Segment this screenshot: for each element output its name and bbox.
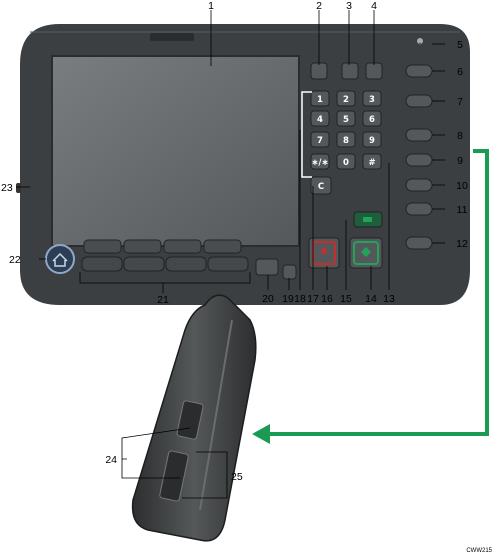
callout-2: 2 — [316, 0, 322, 12]
function-key[interactable] — [207, 256, 249, 272]
screen-button[interactable] — [83, 239, 122, 254]
callout-22: 22 — [9, 254, 21, 266]
keypad-bracket — [301, 91, 312, 178]
keypad-key-label: ∗/∗ — [311, 158, 328, 168]
energy-saver-key[interactable] — [405, 64, 433, 78]
callout-21: 21 — [157, 294, 169, 306]
keypad-key[interactable]: 8 — [336, 131, 356, 148]
callout-18: 18 — [294, 293, 306, 305]
touch-screen[interactable] — [51, 55, 300, 247]
keypad-key[interactable]: # — [362, 153, 382, 170]
callout-10: 10 — [456, 180, 468, 192]
power-lamp — [417, 38, 423, 44]
keypad-key-label: 6 — [369, 115, 375, 125]
stop-key[interactable] — [308, 237, 340, 269]
keypad-key-label: 5 — [343, 115, 349, 125]
clear-key[interactable]: C — [310, 176, 332, 195]
function-key[interactable] — [123, 256, 165, 272]
image-code: CWW215 — [466, 548, 492, 554]
callout-14: 14 — [365, 293, 377, 305]
keypad-key-label: 9 — [369, 136, 375, 146]
keypad-key-label: 1 — [317, 95, 323, 105]
screen-button[interactable] — [163, 239, 202, 254]
keypad-key[interactable]: 5 — [336, 110, 356, 127]
keypad-key-label: # — [368, 158, 375, 168]
keypad-key[interactable]: 4 — [310, 110, 330, 127]
callout-25: 25 — [231, 471, 243, 483]
simplified-screen-key[interactable] — [282, 264, 297, 280]
svg-text:C: C — [318, 182, 324, 192]
callout-9: 9 — [457, 155, 463, 167]
reset-key[interactable] — [405, 202, 433, 216]
language-key[interactable] — [405, 236, 433, 250]
home-button[interactable] — [45, 244, 75, 274]
login-logout-key[interactable] — [405, 94, 433, 108]
callout-1: 1 — [208, 0, 214, 12]
panel-side-view — [131, 294, 257, 542]
callout-3: 3 — [346, 0, 352, 12]
callout-labels: 1 2 3 4 5 6 7 8 9 10 11 12 13 14 15 16 1… — [1, 0, 468, 483]
callout-4: 4 — [371, 0, 377, 12]
screen-button[interactable] — [203, 239, 242, 254]
keypad-key-label: 4 — [317, 115, 323, 125]
user-tools-key[interactable] — [405, 128, 433, 142]
callout-23: 23 — [1, 182, 13, 194]
check-modes-key[interactable] — [405, 153, 433, 167]
function-key[interactable] — [81, 256, 123, 272]
callout-16: 16 — [321, 293, 333, 305]
function-key-2[interactable] — [310, 62, 328, 80]
callout-17: 17 — [307, 293, 319, 305]
callout-13: 13 — [383, 293, 395, 305]
callout-6: 6 — [457, 66, 463, 78]
keypad-key-label: 8 — [343, 136, 349, 146]
program-key[interactable] — [405, 178, 433, 192]
callout-5: 5 — [457, 39, 463, 51]
callout-20: 20 — [262, 293, 274, 305]
check-status-key[interactable] — [255, 258, 279, 276]
function-key-3[interactable] — [341, 62, 359, 80]
screen-button-row — [81, 239, 249, 272]
keypad-key-label: 3 — [369, 95, 375, 105]
right-key-column — [405, 38, 433, 250]
keypad-key-label: 2 — [343, 95, 349, 105]
keypad-key[interactable]: 3 — [362, 90, 382, 107]
callout-12: 12 — [456, 238, 468, 250]
keypad-key-label: 0 — [343, 158, 349, 168]
function-key[interactable] — [165, 256, 207, 272]
keypad-key[interactable]: 6 — [362, 110, 382, 127]
callout-15: 15 — [340, 293, 352, 305]
usb-slot — [176, 400, 204, 440]
callout-19: 19 — [282, 293, 294, 305]
callout-11: 11 — [457, 204, 468, 216]
sd-card-slot — [159, 450, 189, 502]
function-key-4[interactable] — [365, 62, 383, 80]
arrow-head — [252, 424, 270, 444]
leader-lines — [16, 10, 445, 499]
keypad-key[interactable]: 1 — [310, 90, 330, 107]
callout-8: 8 — [457, 130, 463, 142]
direction-arrow — [268, 149, 489, 436]
keypad-key[interactable]: 9 — [362, 131, 382, 148]
numeric-keypad: 1 2 3 4 5 6 7 8 9 ∗/∗ 0 # — [310, 90, 382, 170]
keypad-key[interactable]: 0 — [336, 153, 356, 170]
keypad-key[interactable]: 7 — [310, 131, 330, 148]
callout-24: 24 — [105, 454, 117, 466]
start-key[interactable] — [349, 237, 383, 269]
keypad-key[interactable]: ∗/∗ — [310, 153, 330, 170]
screen-button[interactable] — [123, 239, 162, 254]
keypad-key-label: 7 — [317, 136, 323, 146]
callout-7: 7 — [457, 96, 463, 108]
side-port — [16, 183, 21, 193]
keypad-key[interactable]: 2 — [336, 90, 356, 107]
